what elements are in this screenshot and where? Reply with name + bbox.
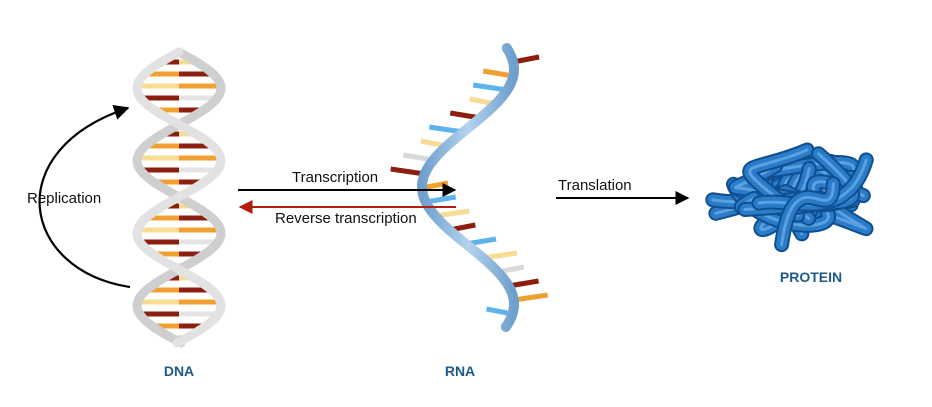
dna-helix-graphic [132,47,226,348]
transcription-label: Transcription [292,169,378,186]
reverse-transcription-label: Reverse transcription [275,210,417,227]
replication-label: Replication [27,190,101,207]
translation-label: Translation [558,177,632,194]
rna-strand-graphic [390,43,549,332]
protein-title: PROTEIN [780,269,842,285]
protein-graphic [705,142,874,253]
dna-title: DNA [164,363,194,379]
replication-arrow [38,105,131,289]
rna-title: RNA [445,363,475,379]
